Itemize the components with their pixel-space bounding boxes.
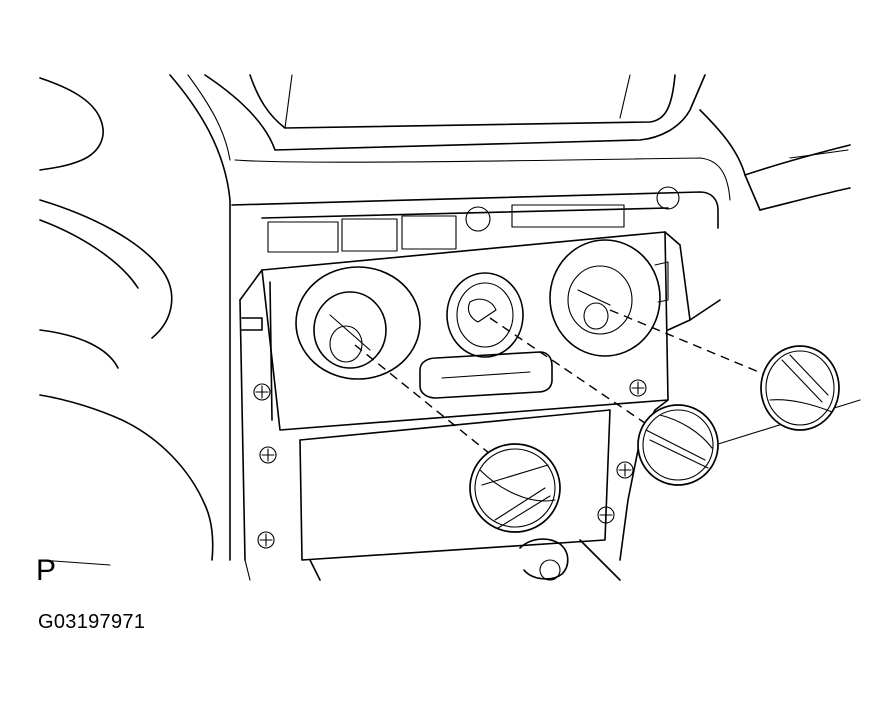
figure-code: G03197971	[38, 611, 146, 633]
dial-recesses	[295, 239, 661, 380]
knob-right	[760, 345, 840, 431]
view-letter: P	[36, 554, 57, 587]
knob-center	[637, 404, 719, 486]
knob-left	[469, 443, 561, 533]
console-frame	[231, 186, 721, 581]
upper-dash-outline	[204, 74, 851, 211]
steering-wheel-outline	[39, 74, 231, 566]
